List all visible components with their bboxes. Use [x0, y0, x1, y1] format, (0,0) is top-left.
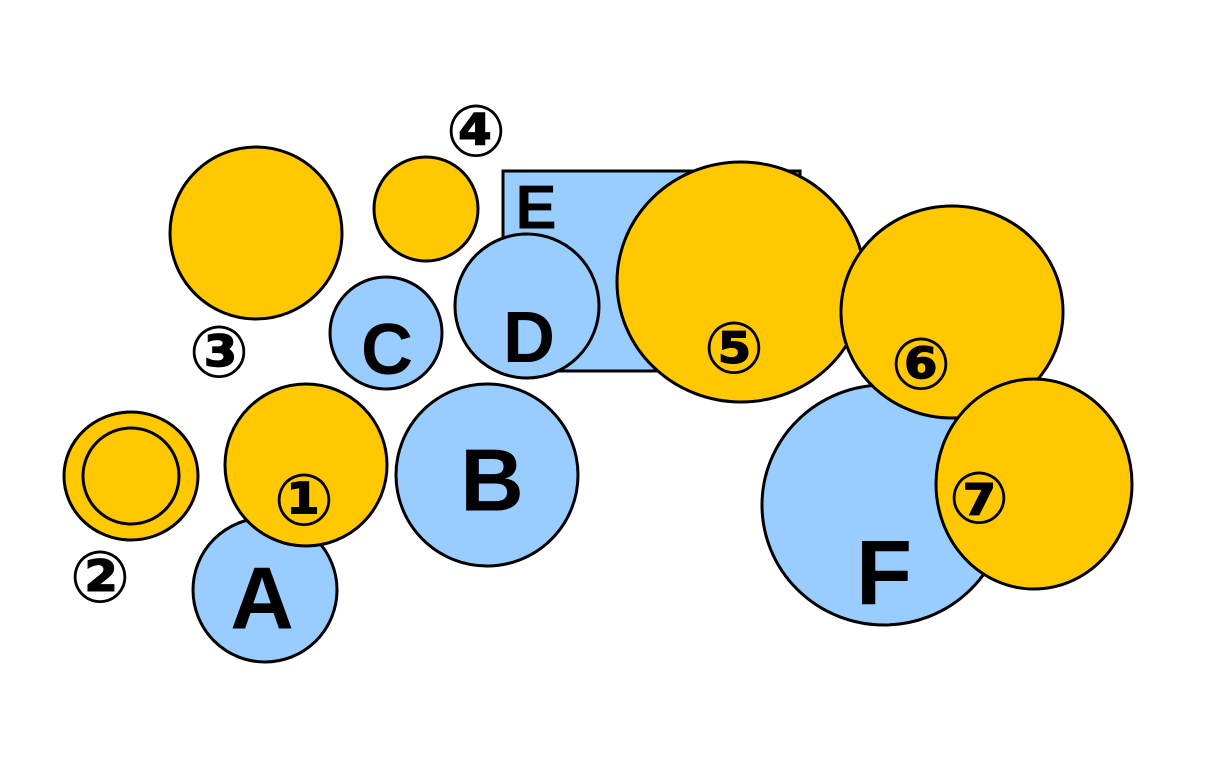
- shape-d-circle: [453, 232, 601, 380]
- marker-3-label: ③: [189, 310, 250, 394]
- shape-d-label: D: [503, 298, 555, 378]
- marker-1-label: ①: [274, 458, 335, 542]
- gold-circle-6: [839, 204, 1065, 420]
- shape-e-label: E: [515, 174, 556, 243]
- gold-circle-2-inner-ring: [81, 426, 181, 526]
- marker-6-label: ⑥: [891, 322, 952, 406]
- shape-c-circle: [328, 275, 444, 391]
- marker-4-label: ④: [446, 89, 507, 173]
- gold-circle-2: [62, 410, 200, 542]
- shape-b-label: B: [460, 431, 524, 530]
- gold-circle-7: [934, 377, 1134, 591]
- shape-b-circle: [394, 382, 580, 568]
- shape-f-label: F: [856, 522, 912, 624]
- gold-circle-1: [223, 382, 389, 548]
- marker-5-label: ⑤: [704, 306, 765, 390]
- shape-a-label: A: [230, 549, 294, 648]
- shape-c-label: C: [361, 310, 413, 390]
- marker-7-label: ⑦: [949, 456, 1010, 540]
- gold-circle-3: [168, 145, 344, 321]
- marker-2-label: ②: [70, 535, 131, 619]
- gold-circle-4: [372, 155, 480, 263]
